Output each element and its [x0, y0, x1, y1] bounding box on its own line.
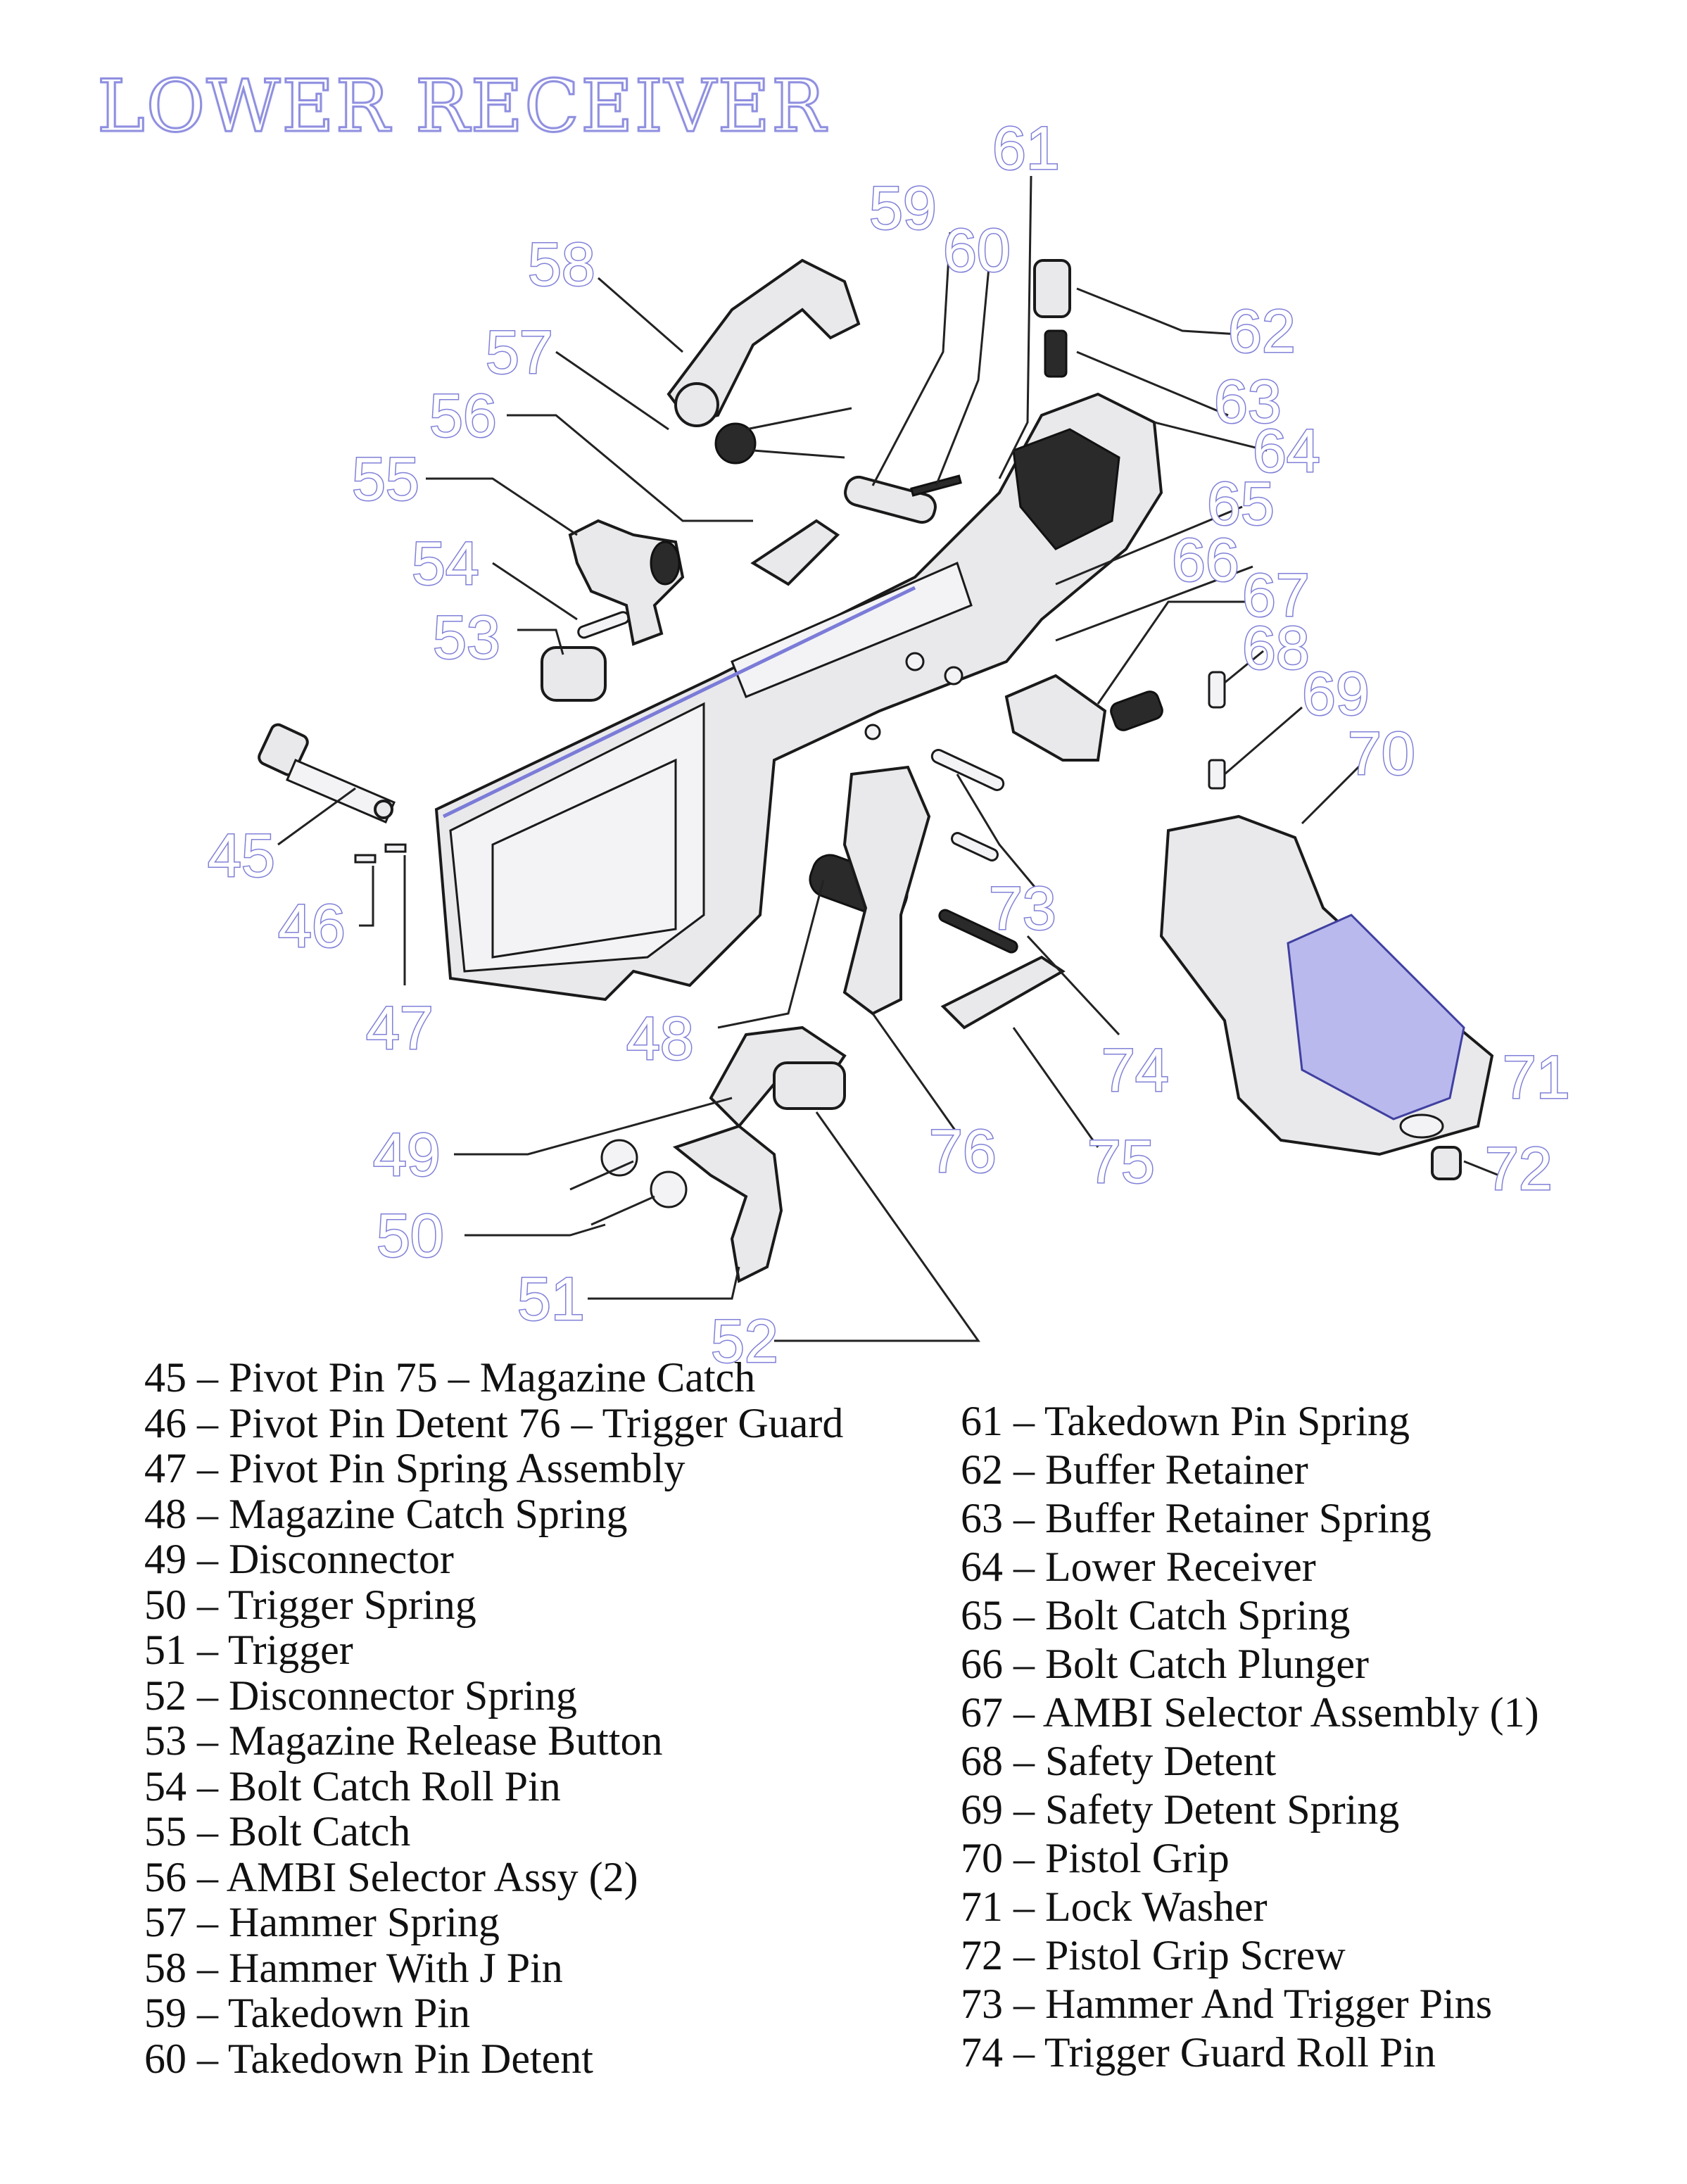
hammer-pin: [674, 382, 719, 427]
lower-receiver-part: [434, 392, 1163, 1002]
pivot-pin-spring-part: [384, 843, 407, 853]
callout-70: 70: [1348, 720, 1415, 788]
callout-53: 53: [433, 604, 500, 671]
callout-75: 75: [1087, 1128, 1155, 1196]
trigger-pin-part: [951, 832, 999, 861]
parts-legend-left: 45 – Pivot Pin 75 – Magazine Catch 46 – …: [144, 1355, 843, 2081]
legend-item: 45 – Pivot Pin 75 – Magazine Catch: [144, 1354, 756, 1401]
legend-item: 63 – Buffer Retainer Spring: [961, 1495, 1432, 1541]
callout-48: 48: [626, 1005, 694, 1073]
callout-55: 55: [352, 446, 419, 513]
bolt-catch-roll-pin-part: [577, 611, 630, 639]
legend-item: 67 – AMBI Selector Assembly (1): [961, 1689, 1539, 1736]
legend-item: 66 – Bolt Catch Plunger: [961, 1641, 1369, 1687]
legend-item: 53 – Magazine Release Button: [144, 1717, 663, 1764]
legend-item: 51 – Trigger: [144, 1627, 353, 1673]
diagram-title: LOWER RECEIVER: [96, 64, 827, 150]
callout-45: 45: [208, 822, 275, 890]
legend-item: 58 – Hammer With J Pin: [144, 1944, 563, 1991]
callout-76: 76: [929, 1118, 997, 1185]
trigger-body-part: [773, 1061, 846, 1110]
ambi-selector-part: [1004, 674, 1107, 762]
trigger-part: [672, 1124, 783, 1283]
trigger-spring-coil: [600, 1139, 638, 1177]
callout-47: 47: [366, 995, 434, 1062]
legend-item: 72 – Pistol Grip Screw: [961, 1932, 1346, 1978]
callout-50: 50: [377, 1202, 444, 1270]
legend-item: 62 – Buffer Retainer: [961, 1446, 1308, 1493]
legend-item: 54 – Bolt Catch Roll Pin: [144, 1762, 561, 1810]
exploded-parts-diagram: 45 46 47 48 49 50 51 52 53 54 55 56 57 5…: [207, 114, 1572, 1377]
callout-66: 66: [1172, 526, 1239, 594]
magazine-catch-part: [940, 955, 1066, 1030]
legend-item: 68 – Safety Detent: [961, 1738, 1277, 1784]
legend-item: 50 – Trigger Spring: [144, 1581, 476, 1628]
callout-51: 51: [517, 1265, 585, 1333]
callout-74: 74: [1101, 1037, 1169, 1104]
legend-item: 71 – Lock Washer: [961, 1883, 1268, 1930]
safety-detent-part: [1208, 671, 1226, 709]
callout-56: 56: [429, 382, 497, 450]
callout-67: 67: [1242, 562, 1310, 629]
callout-58: 58: [528, 231, 595, 298]
pivot-pin-detent-part: [354, 854, 377, 864]
legend-item: 48 – Magazine Catch Spring: [144, 1490, 628, 1537]
ambi-selector-small-part: [750, 519, 840, 586]
callout-46: 46: [278, 892, 346, 960]
selector-lever: [1110, 690, 1163, 731]
callout-61: 61: [992, 115, 1060, 182]
callout-60: 60: [943, 217, 1011, 284]
legend-item: 60 – Takedown Pin Detent: [144, 2035, 593, 2082]
lock-washer-part: [1399, 1113, 1444, 1139]
trigger-guard-part: [842, 765, 931, 1016]
callout-71: 71: [1503, 1044, 1570, 1111]
hammer-spring-legs: [745, 407, 852, 459]
legend-item: 46 – Pivot Pin Detent 76 – Trigger Guard: [144, 1399, 844, 1446]
callout-73: 73: [989, 875, 1056, 942]
callout-52: 52: [711, 1308, 778, 1375]
callout-64: 64: [1253, 417, 1320, 485]
hammer-spring-part: [714, 422, 757, 465]
legend-item: 70 – Pistol Grip: [961, 1835, 1230, 1881]
leader-lines: [277, 175, 1500, 1342]
legend-item: 52 – Disconnector Spring: [144, 1672, 577, 1719]
magazine-release-button-part: [541, 646, 607, 702]
callout-69: 69: [1302, 660, 1370, 728]
parts-legend-right: 61 – Takedown Pin Spring 62 – Buffer Ret…: [961, 1397, 1539, 2077]
legend-item: 47 – Pivot Pin Spring Assembly: [144, 1445, 685, 1491]
callout-72: 72: [1485, 1135, 1553, 1203]
legend-item: 73 – Hammer And Trigger Pins: [961, 1981, 1493, 2027]
legend-item: 49 – Disconnector: [144, 1536, 454, 1582]
legend-item: 56 – AMBI Selector Assy (2): [144, 1853, 638, 1900]
legend-item: 55 – Bolt Catch: [144, 1808, 411, 1855]
buffer-retainer-spring-part: [1044, 329, 1068, 378]
trigger-spring-coil-2: [650, 1170, 688, 1208]
legend-item: 61 – Takedown Pin Spring: [961, 1398, 1410, 1444]
pistol-grip-part: [1159, 814, 1494, 1156]
legend-item: 57 – Hammer Spring: [144, 1899, 500, 1945]
legend-item: 69 – Safety Detent Spring: [961, 1786, 1400, 1833]
callout-65: 65: [1207, 470, 1275, 538]
pistol-grip-screw-part: [1431, 1146, 1462, 1180]
safety-detent-spring-part: [1208, 759, 1226, 790]
callout-68: 68: [1242, 614, 1310, 682]
legend-item: 59 – Takedown Pin: [144, 1990, 471, 2036]
bolt-catch-pad: [650, 541, 681, 586]
trigger-guard-roll-pin-part: [938, 909, 1018, 954]
legend-item: 65 – Bolt Catch Spring: [961, 1592, 1351, 1639]
trigger-spring-legs: [569, 1160, 655, 1226]
callout-49: 49: [373, 1121, 441, 1189]
buffer-retainer-part: [1033, 259, 1071, 318]
takedown-pin-part: [844, 475, 937, 524]
pivot-pin-part: [258, 723, 396, 823]
legend-item: 74 – Trigger Guard Roll Pin: [961, 2029, 1436, 2076]
callout-57: 57: [486, 319, 553, 386]
callout-54: 54: [412, 530, 479, 598]
legend-item: 64 – Lower Receiver: [961, 1544, 1316, 1590]
hammer-pin-part: [930, 749, 1005, 791]
callout-59: 59: [869, 175, 937, 242]
callout-62: 62: [1228, 298, 1296, 365]
callout-63: 63: [1214, 368, 1282, 436]
